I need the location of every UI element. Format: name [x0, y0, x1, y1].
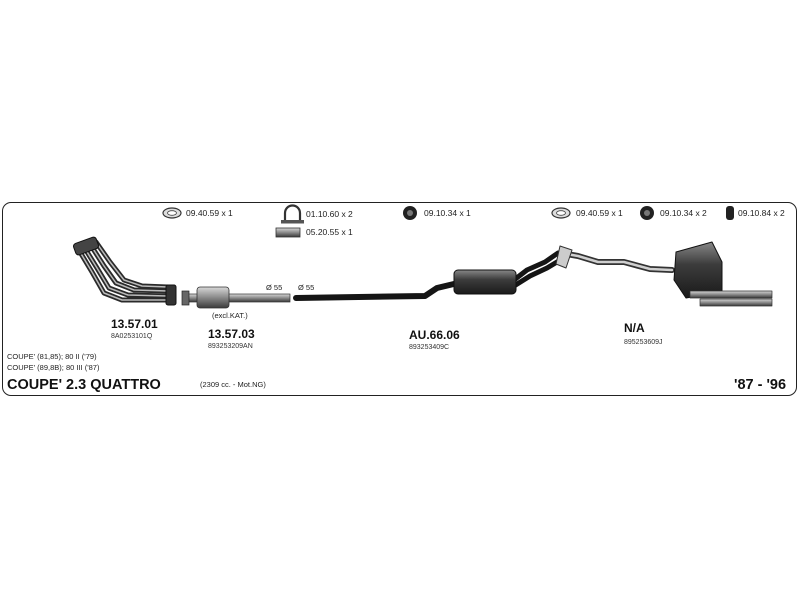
part-number: 13.57.03 [208, 327, 255, 341]
rubber-mount-icon [640, 206, 654, 220]
exhaust-manifold-part [73, 236, 177, 306]
applicability-line: COUPE' (81,85); 80 II ('79) [7, 352, 97, 361]
fitting-label-gasket: 09.40.59 x 1 [576, 208, 623, 218]
diameter-label: Ø 55 [298, 283, 315, 292]
fitting-label-mount: 09.10.34 x 1 [424, 208, 471, 218]
pipe-sleeve-icon [275, 227, 301, 238]
gasket-ring-icon [551, 207, 571, 219]
engine-spec: (2309 cc. - Mot.NG) [200, 380, 266, 389]
part-number: 13.57.01 [111, 317, 158, 331]
fitting-label-gasket: 09.40.59 x 1 [186, 208, 233, 218]
fitting-label-mount: 09.10.34 x 2 [660, 208, 707, 218]
oem-number: 893253209AN [208, 343, 253, 350]
centre-pipe-part [293, 250, 565, 301]
rear-silencer-part [555, 241, 773, 307]
fitting-label-clamp: 01.10.60 x 2 [306, 209, 353, 219]
fitting-label-sleeve: 05.20.55 x 1 [306, 227, 353, 237]
clamp-icon [281, 204, 304, 224]
oem-number: 895253609J [624, 339, 663, 346]
oem-number: 893253409C [409, 344, 450, 351]
diameter-label: Ø 55 [266, 283, 283, 292]
oem-number: 8A0253101Q [111, 333, 153, 340]
part-note: (excl.KAT.) [212, 311, 248, 320]
gasket-ring-icon [162, 207, 182, 219]
model-name: COUPE' 2.3 QUATTRO [7, 377, 161, 393]
rubber-hanger-icon [726, 206, 734, 220]
fitting-label-hanger: 09.10.84 x 2 [738, 208, 785, 218]
applicability-line: COUPE' (89,8B); 80 III ('87) [7, 363, 100, 372]
part-number: N/A [624, 321, 645, 335]
part-number: AU.66.06 [409, 328, 460, 342]
year-range: '87 - '96 [734, 377, 787, 393]
front-pipe-part [181, 286, 291, 309]
rubber-mount-icon [403, 206, 417, 220]
